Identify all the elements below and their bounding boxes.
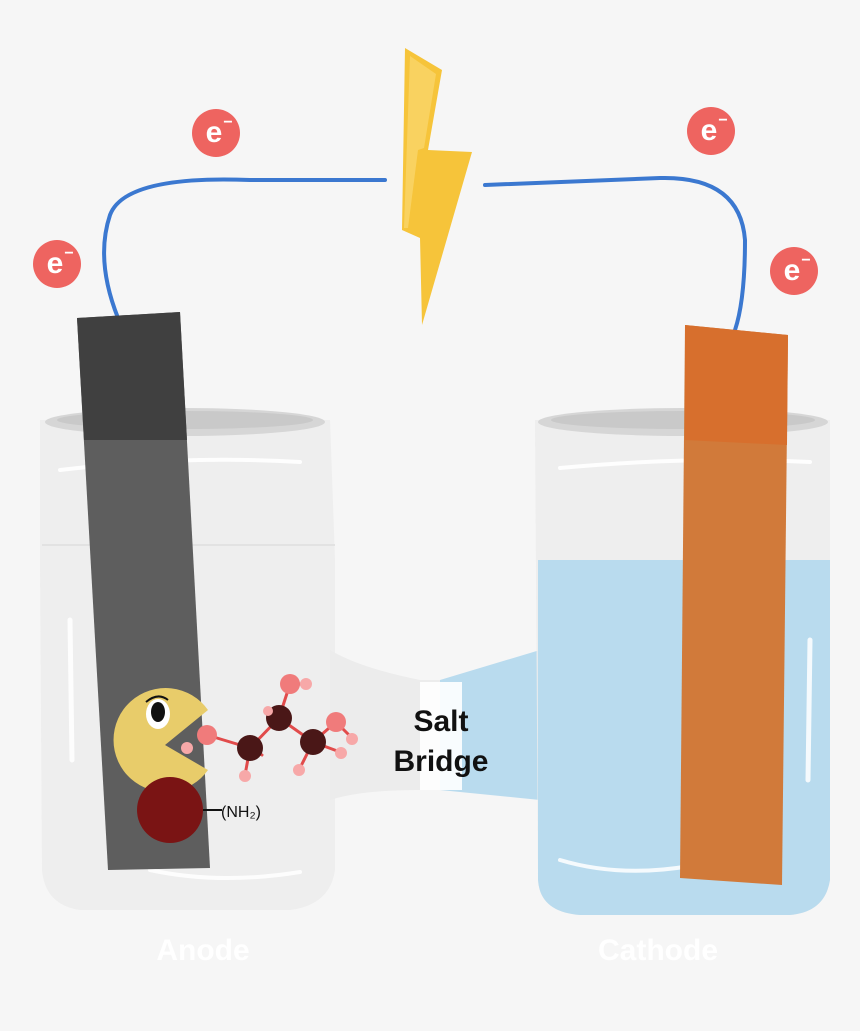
svg-text:−: − [223, 114, 232, 131]
svg-text:e: e [47, 247, 64, 280]
oxygen-atom [280, 674, 300, 694]
svg-text:−: − [718, 112, 727, 129]
svg-text:e: e [701, 114, 718, 147]
amine-label: (NH₂) [221, 804, 261, 821]
lightning-bolt-icon [402, 48, 472, 325]
svg-text:−: − [801, 252, 810, 269]
anode-label: Anode [156, 934, 249, 967]
svg-text:e: e [206, 116, 223, 149]
hydrogen-atom [300, 678, 312, 690]
right-wire [483, 175, 748, 332]
cathode-label: Cathode [598, 934, 718, 967]
hydrogen-atom [263, 706, 273, 716]
salt-bridge-tube [330, 650, 540, 800]
hydrogen-atom [239, 770, 251, 782]
hydrogen-atom [335, 747, 347, 759]
carbon-atom [300, 729, 326, 755]
pacman-icon [113, 688, 208, 793]
left-wire [102, 177, 387, 320]
svg-text:−: − [64, 245, 73, 262]
carbon-atom [237, 735, 263, 761]
hydrogen-atom [293, 764, 305, 776]
hydrogen-atom [346, 733, 358, 745]
oxygen-atom [326, 712, 346, 732]
cathode-electrode [680, 325, 788, 885]
amine-group-ball [137, 777, 203, 843]
tongue [181, 742, 193, 754]
oxygen-atom [197, 725, 217, 745]
salt-bridge-label-line1: Salt [413, 705, 468, 738]
electron-icon: e − [770, 247, 818, 295]
svg-text:e: e [784, 254, 801, 287]
salt-bridge-label-line2: Bridge [393, 745, 488, 778]
molecule [197, 674, 358, 782]
electron-icon: e − [192, 109, 240, 157]
electron-icon: e − [33, 240, 81, 288]
electron-icon: e − [687, 107, 735, 155]
